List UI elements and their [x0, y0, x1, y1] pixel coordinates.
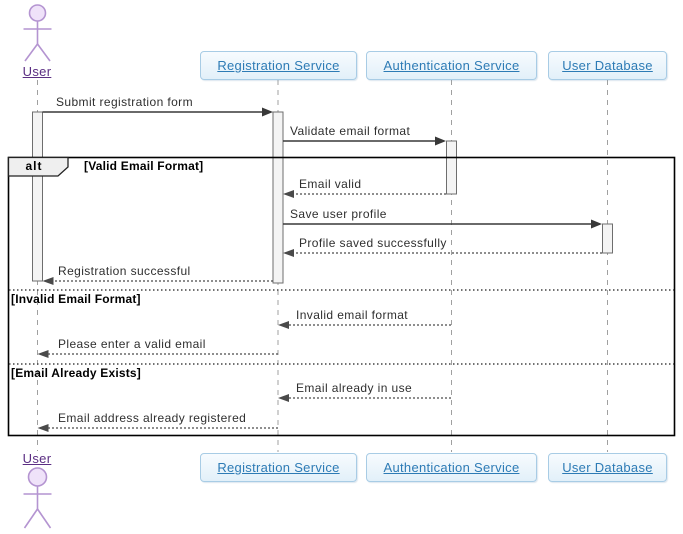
participant-user-database-top: User Database [548, 51, 667, 80]
arrow-email-already-registered [37, 424, 278, 432]
message-label-save-user-profile: Save user profile [290, 207, 387, 221]
actor-label-user-bottom: User [22, 451, 52, 466]
arrow-registration-successful [42, 277, 273, 285]
participant-registration-service-top: Registration Service [200, 51, 357, 80]
arrow-please-enter-valid-email [37, 350, 278, 358]
actor-label-user-top: User [22, 64, 52, 79]
activation-user [32, 111, 43, 282]
message-label-validate-email-format: Validate email format [290, 124, 411, 138]
message-label-submit-registration-form: Submit registration form [56, 95, 193, 109]
activation-registration-service [272, 111, 284, 284]
participant-registration-service-bottom: Registration Service [200, 453, 357, 482]
alt-condition-email-exists: [Email Already Exists] [11, 366, 142, 380]
message-label-invalid-email-format: Invalid email format [296, 308, 409, 322]
alt-frame-border [7, 156, 676, 437]
activation-authentication-service [446, 140, 457, 195]
message-label-email-already-in-use: Email already in use [296, 381, 413, 395]
message-label-email-already-registered: Email address already registered [58, 411, 247, 425]
arrow-invalid-email-format [278, 321, 451, 329]
message-label-please-enter-valid-email: Please enter a valid email [58, 337, 206, 351]
alt-condition-valid-email: [Valid Email Format] [84, 159, 204, 173]
message-label-profile-saved: Profile saved successfully [299, 236, 447, 250]
arrow-email-valid [283, 190, 446, 198]
arrow-email-already-in-use [278, 394, 451, 402]
arrow-save-user-profile [283, 219, 602, 229]
arrow-validate-email-format [283, 136, 446, 146]
participant-authentication-service-top: Authentication Service [366, 51, 537, 80]
activation-user-database [602, 223, 613, 254]
user-actor-figure-bottom [23, 467, 52, 529]
message-label-registration-successful: Registration successful [58, 264, 191, 278]
participant-user-database-bottom: User Database [548, 453, 667, 482]
arrow-profile-saved [283, 249, 602, 257]
arrow-submit-registration-form [42, 107, 273, 117]
participant-authentication-service-bottom: Authentication Service [366, 453, 537, 482]
alt-operator-pentagon [7, 156, 69, 177]
user-actor-figure-top [23, 4, 52, 62]
alt-condition-invalid-email: [Invalid Email Format] [11, 292, 141, 306]
message-label-email-valid: Email valid [299, 177, 362, 191]
alt-operator-label: alt [25, 159, 43, 173]
